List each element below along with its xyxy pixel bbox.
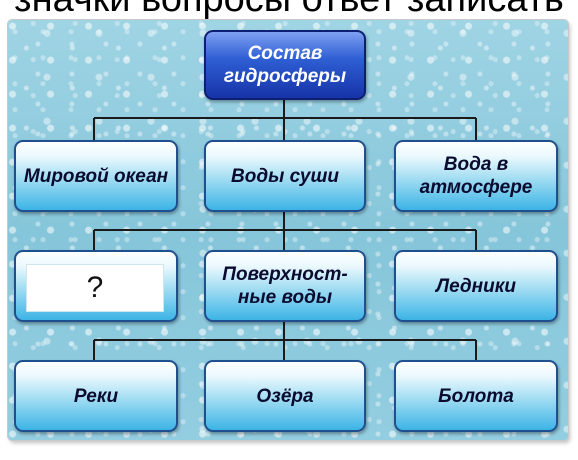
node-root: Состав гидросферы [204,30,366,100]
node-atmosphere: Вода в атмосфере [394,140,558,212]
node-rivers: Реки [14,360,178,432]
node-surface: Поверхност-ные воды [204,250,366,322]
node-ocean: Мировой океан [14,140,178,212]
top-caption: значки вопросы ответ записать [0,0,578,21]
answer-blank[interactable]: ? [26,264,164,312]
node-lakes: Озёра [204,360,366,432]
node-swamps: Болота [394,360,558,432]
node-land: Воды суши [204,140,366,212]
node-glaciers: Ледники [394,250,558,322]
